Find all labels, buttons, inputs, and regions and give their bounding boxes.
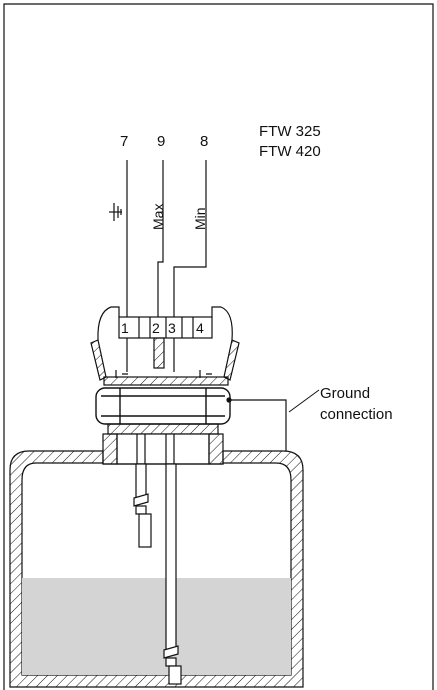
ground-connection-wire xyxy=(229,399,287,451)
model-label-1: FTW 325 xyxy=(259,123,321,140)
hex-nut xyxy=(95,387,231,425)
long-probe xyxy=(163,463,182,685)
wire-8 xyxy=(173,160,207,322)
liquid-level xyxy=(22,578,291,675)
page-frame xyxy=(3,3,434,690)
short-probe xyxy=(133,463,152,548)
wire-9 xyxy=(157,160,164,322)
tank-wall xyxy=(9,450,304,688)
terminal-3: 3 xyxy=(168,320,176,336)
signal-label-min: Min xyxy=(192,207,208,230)
wire-number-9: 9 xyxy=(157,133,165,150)
ground-label-leader xyxy=(288,389,320,413)
terminal-2: 2 xyxy=(152,320,160,336)
terminal-housing xyxy=(90,306,240,386)
threaded-neck xyxy=(102,423,224,465)
ground-label-line1: Ground xyxy=(320,385,370,402)
wire-number-8: 8 xyxy=(200,133,208,150)
signal-label-max: Max xyxy=(150,204,166,230)
terminal-1: 1 xyxy=(121,320,129,336)
wire-number-7: 7 xyxy=(120,133,128,150)
terminal-block xyxy=(118,316,213,372)
wires xyxy=(126,160,207,322)
terminal-4: 4 xyxy=(196,320,204,336)
model-label-2: FTW 420 xyxy=(259,143,321,160)
ground-label-line2: connection xyxy=(320,406,393,423)
ground-symbol-icon xyxy=(109,203,122,221)
